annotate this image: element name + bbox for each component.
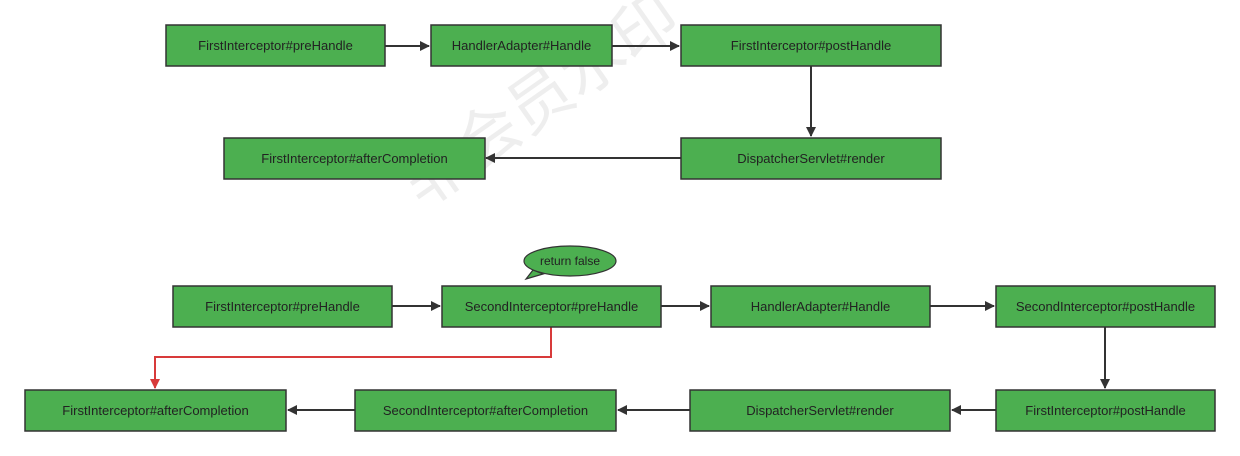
box-label: SecondInterceptor#afterCompletion [383, 403, 588, 418]
box-label: SecondInterceptor#postHandle [1016, 299, 1195, 314]
box-d1-first-aftercompletion: FirstInterceptor#afterCompletion [223, 137, 486, 180]
box-d2-dispatcherservlet-render: DispatcherServlet#render [689, 389, 951, 432]
box-d2-first-prehandle: FirstInterceptor#preHandle [172, 285, 393, 328]
box-d1-handleradapter-handle: HandlerAdapter#Handle [430, 24, 613, 67]
box-label: FirstInterceptor#preHandle [205, 299, 360, 314]
box-d2-first-aftercompletion: FirstInterceptor#afterCompletion [24, 389, 287, 432]
callout-text: return false [540, 254, 600, 268]
arrow-red-return-false-to-first-aftercompletion [150, 327, 552, 389]
box-d1-first-prehandle: FirstInterceptor#preHandle [165, 24, 386, 67]
box-d2-second-aftercompletion: SecondInterceptor#afterCompletion [354, 389, 617, 432]
box-d1-dispatcherservlet-render: DispatcherServlet#render [680, 137, 942, 180]
box-label: HandlerAdapter#Handle [751, 299, 890, 314]
box-d2-second-prehandle: SecondInterceptor#preHandle [441, 285, 662, 328]
box-label: FirstInterceptor#afterCompletion [261, 151, 447, 166]
box-label: DispatcherServlet#render [737, 151, 885, 166]
box-label: FirstInterceptor#postHandle [731, 38, 891, 53]
box-label: FirstInterceptor#afterCompletion [62, 403, 248, 418]
box-label: HandlerAdapter#Handle [452, 38, 591, 53]
box-d2-first-posthandle: FirstInterceptor#postHandle [995, 389, 1216, 432]
box-label: FirstInterceptor#postHandle [1025, 403, 1185, 418]
box-label: SecondInterceptor#preHandle [465, 299, 638, 314]
box-d2-handleradapter-handle: HandlerAdapter#Handle [710, 285, 931, 328]
box-d2-second-posthandle: SecondInterceptor#postHandle [995, 285, 1216, 328]
callout-return-false: return false [523, 245, 617, 281]
box-label: DispatcherServlet#render [746, 403, 894, 418]
box-d1-first-posthandle: FirstInterceptor#postHandle [680, 24, 942, 67]
box-label: FirstInterceptor#preHandle [198, 38, 353, 53]
